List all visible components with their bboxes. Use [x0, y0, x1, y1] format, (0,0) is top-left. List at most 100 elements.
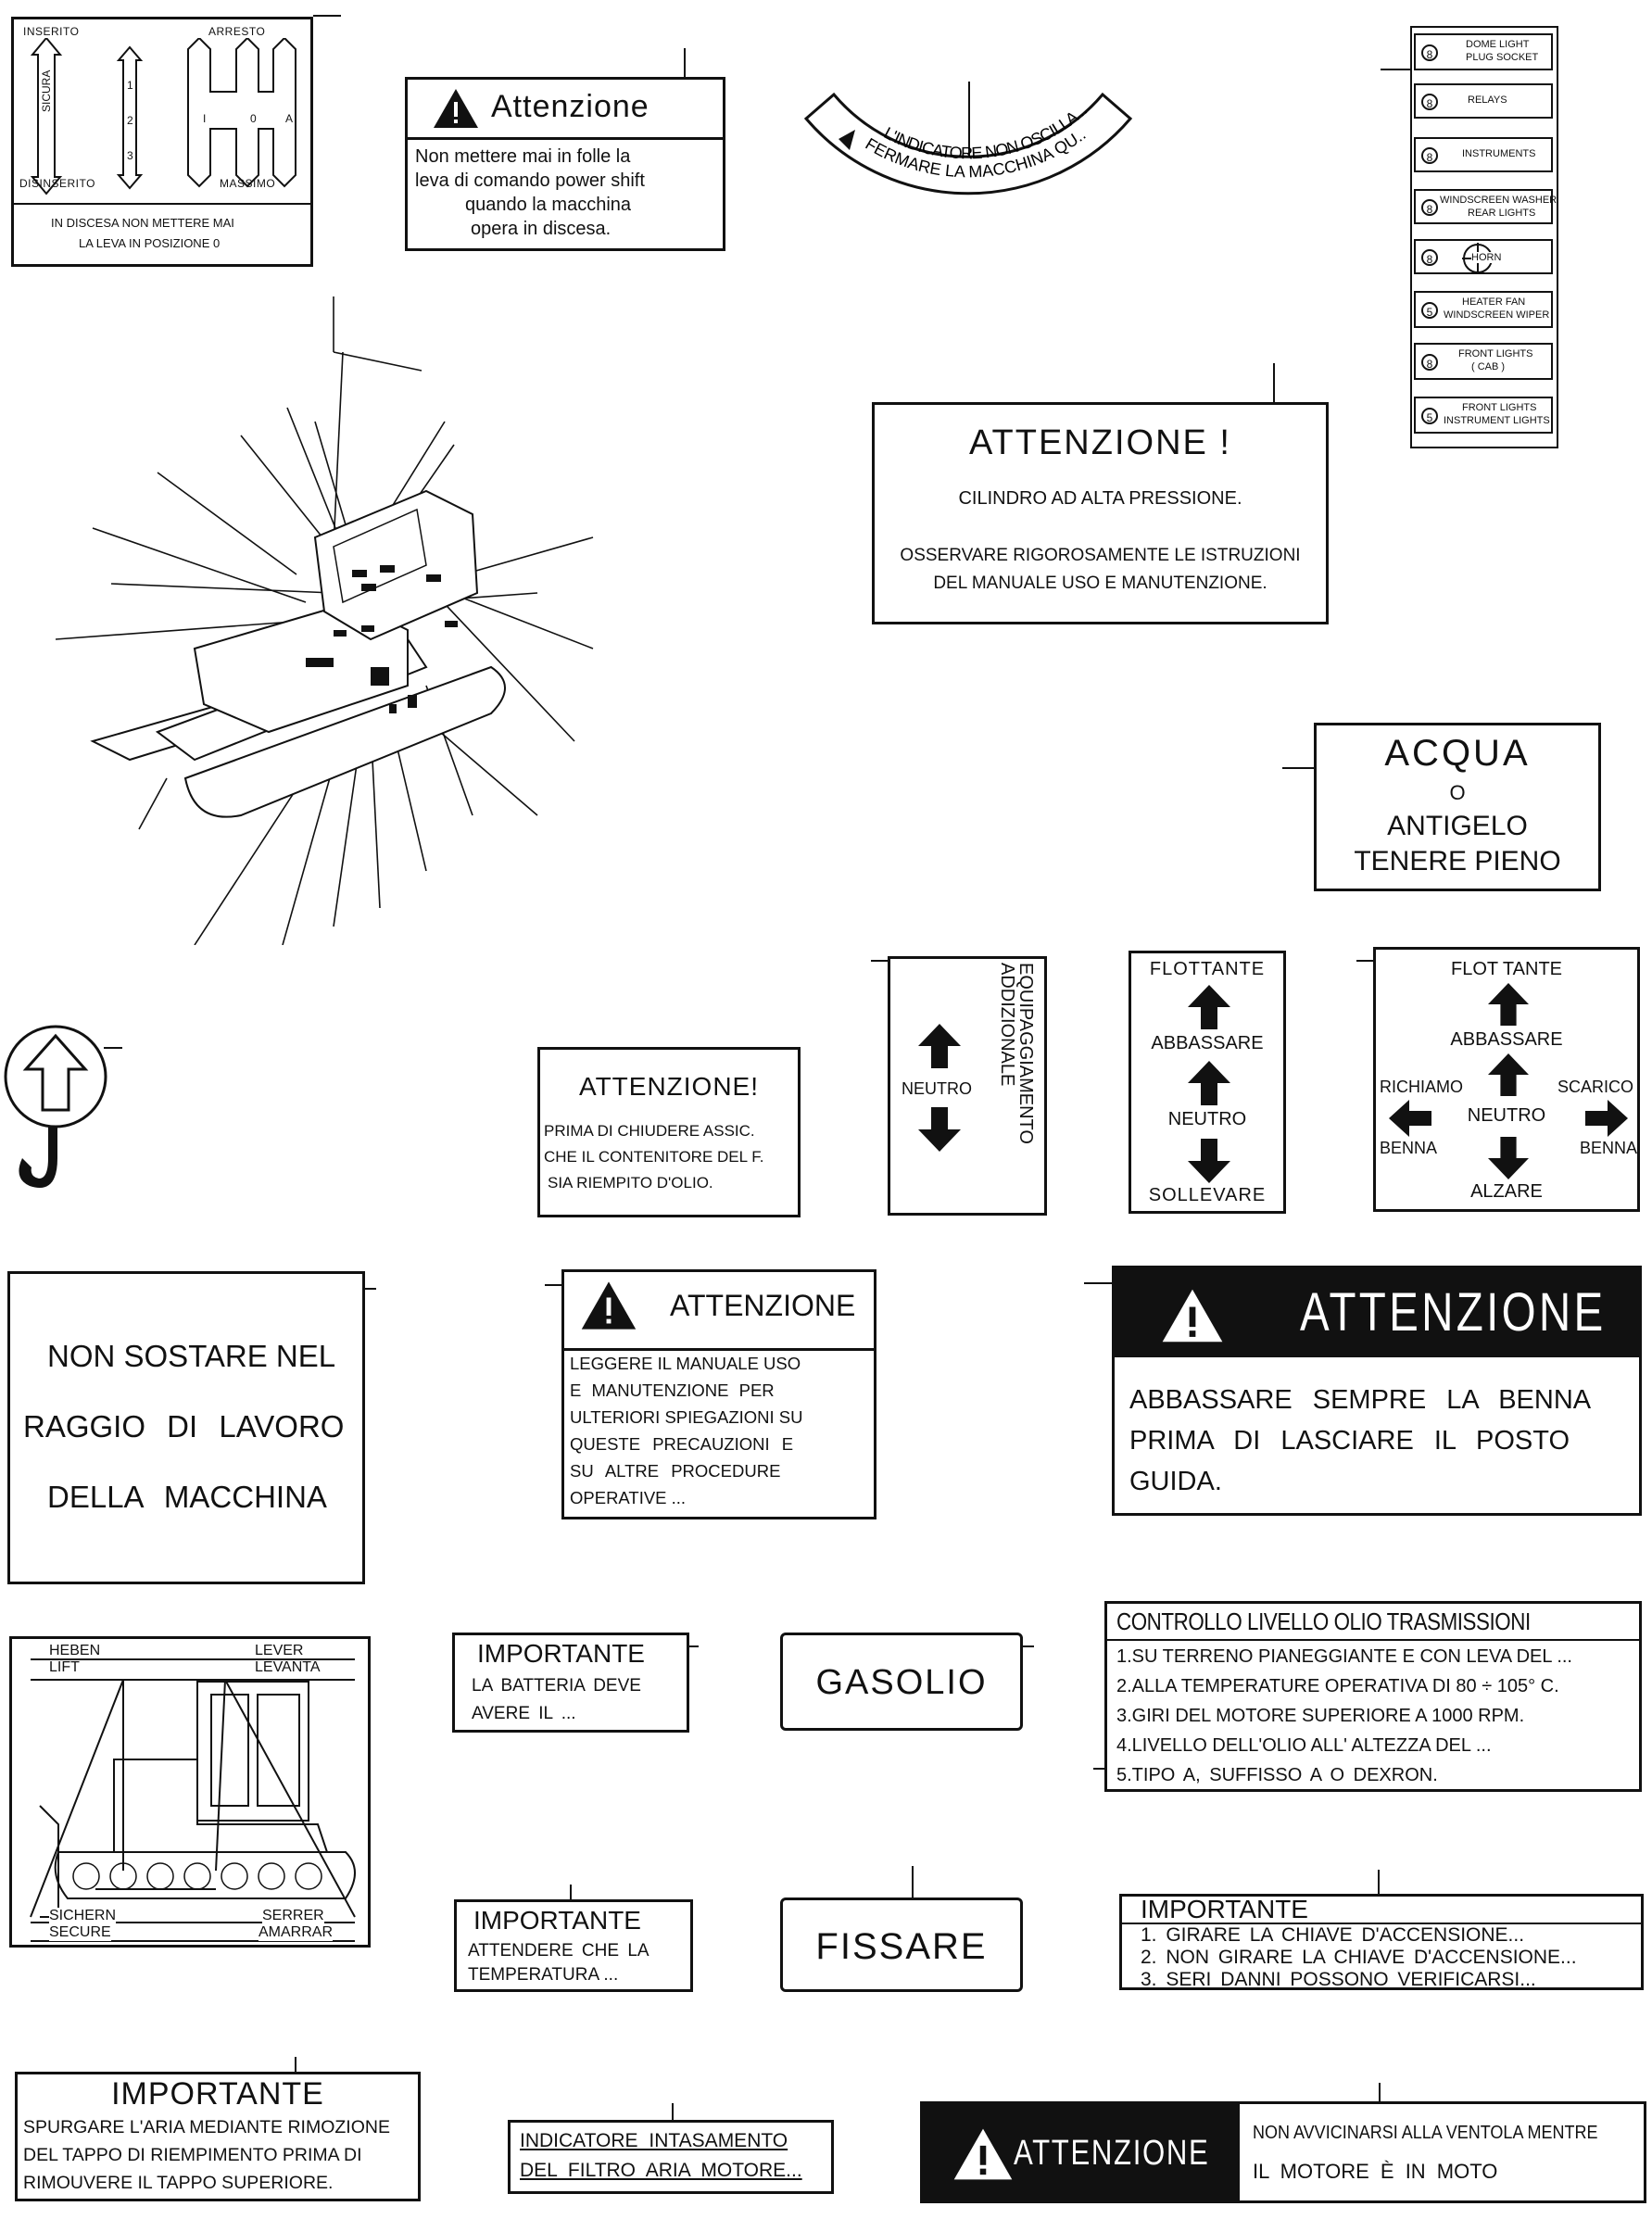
- powershift-title: Attenzione: [491, 89, 649, 124]
- lower-bucket-decal: ATTENZIONE ABBASSARE SEMPRE LA BENNA PRI…: [1112, 1266, 1642, 1516]
- gear-pos-1: 1: [127, 79, 133, 92]
- gear-note-line1: IN DISCESA NON METTERE MAI: [51, 216, 234, 230]
- fan-warning-title: ATTENZIONE: [1014, 2134, 1210, 2173]
- secure-text: FISSARE: [815, 1926, 988, 1967]
- leader-line: [1378, 1870, 1380, 1896]
- keep-clear-line3: DELLA MACCHINA: [47, 1480, 327, 1514]
- bleed-air-decal: IMPORTANTE SPURGARE L'ARIA MEDIANTE RIMO…: [15, 2072, 421, 2201]
- coolant-line4: TENERE PIENO: [1354, 846, 1561, 876]
- blade-second: ABBASSARE: [1151, 1033, 1264, 1053]
- fuse-text: HORN: [1471, 252, 1502, 263]
- tank-line2: CHE IL CONTENITORE DEL F.: [544, 1148, 764, 1166]
- arrow-up-icon: [918, 1024, 961, 1068]
- powershift-line3: quando la macchina: [465, 195, 632, 215]
- leader-line: [313, 15, 341, 17]
- attenzione-powershift-decal: Attenzione Non mettere mai in folle la l…: [405, 77, 725, 251]
- read-manual-divider: [564, 1348, 874, 1351]
- tank-line3: SIA RIEMPITO D'OLIO.: [548, 1174, 713, 1191]
- coolant-line1: ACQUA: [1384, 733, 1531, 774]
- wait-temp-line2: TEMPERATURA ...: [468, 1965, 619, 1985]
- gear-label-massimo: MASSIMO: [220, 177, 276, 190]
- arrow-up-icon: [1488, 983, 1529, 1026]
- tank-line1: PRIMA DI CHIUDERE ASSIC.: [544, 1122, 755, 1140]
- gear-label-inserito: INSERITO: [23, 25, 80, 38]
- keep-clear-line2: RAGGIO DI LAVORO: [23, 1409, 345, 1444]
- bucket-right1: SCARICO: [1557, 1078, 1634, 1096]
- gear-shift-diagram: [30, 38, 296, 195]
- wait-temp-line1: ATTENDERE CHE LA: [468, 1941, 649, 1961]
- gear-shift-a: A: [285, 112, 294, 125]
- gear-label-disinserito: DISINSERITO: [19, 177, 95, 190]
- powershift-line2: leva di comando power shift: [415, 170, 645, 191]
- leader-line: [1021, 1645, 1034, 1647]
- read-manual-title: ATTENZIONE: [670, 1289, 856, 1322]
- arrow-down-icon: [1488, 1137, 1529, 1179]
- ignition-title: IMPORTANTE: [1141, 1895, 1308, 1923]
- ignition-line2: 2. NON GIRARE LA CHIAVE D'ACCENSIONE...: [1141, 1947, 1577, 1968]
- trans-oil-line2: 2.ALLA TEMPERATURE OPERATIVA DI 80 ÷ 105…: [1116, 1676, 1559, 1696]
- fuse-rating: 8: [1421, 44, 1438, 61]
- lift-tr1: LEVER: [255, 1643, 304, 1658]
- air-filter-line1: INDICATORE INTASAMENTO: [520, 2130, 788, 2151]
- powershift-line4: opera in discesa.: [471, 219, 612, 239]
- powershift-divider: [408, 137, 723, 140]
- trans-oil-line3: 3.GIRI DEL MOTORE SUPERIORE A 1000 RPM.: [1116, 1706, 1525, 1726]
- aux-neutral: NEUTRO: [902, 1079, 972, 1098]
- ignition-line3: 3. SERI DANNI POSSONO VERIFICARSI...: [1141, 1969, 1536, 1990]
- bucket-bottom: ALZARE: [1470, 1181, 1543, 1202]
- fuse-rating: 8: [1421, 354, 1438, 371]
- lower-bucket-line1: ABBASSARE SEMPRE LA BENNA: [1129, 1385, 1592, 1415]
- fuse-text: REAR LIGHTS: [1468, 208, 1536, 219]
- fuse-rating: 5: [1421, 302, 1438, 319]
- leader-line: [1381, 69, 1412, 70]
- leader-line: [687, 1645, 699, 1647]
- read-manual-line5: SU ALTRE PROCEDURE: [570, 1461, 781, 1481]
- oscillation-arc-decal: FERMARE LA MACCHINA QU.. L'INDICATORE NO…: [801, 83, 1133, 195]
- keep-clear-decal: NON SOSTARE NEL RAGGIO DI LAVORO DELLA M…: [7, 1271, 365, 1584]
- blade-top: FLOTTANTE: [1149, 959, 1266, 979]
- gear-pos-2: 2: [127, 114, 133, 127]
- read-manual-line2: E MANUTENZIONE PER: [570, 1381, 775, 1400]
- lift-br2: AMARRAR: [259, 1924, 334, 1941]
- arrow-up-icon: [1188, 985, 1230, 1029]
- fuse-rating: 8: [1421, 249, 1438, 266]
- battery-line2: AVERE IL ...: [472, 1704, 576, 1723]
- coolant-decal: ACQUA O ANTIGELO TENERE PIENO: [1314, 723, 1601, 891]
- fuse-row: 5 HEATER FAN WINDSCREEN WIPER: [1414, 291, 1553, 328]
- warning-triangle-icon: [434, 89, 478, 128]
- leader-line: [968, 82, 970, 165]
- fan-warning-decal: ATTENZIONE NON AVVICINARSI ALLA VENTOLA …: [920, 2101, 1646, 2203]
- leader-line: [912, 1866, 914, 1899]
- bucket-second: ABBASSARE: [1450, 1029, 1563, 1050]
- warning-triangle-icon: [1162, 1289, 1223, 1343]
- ignition-key-decal: IMPORTANTE 1. GIRARE LA CHIAVE D'ACCENSI…: [1119, 1894, 1644, 1990]
- fuse-row: 8 DOME LIGHT PLUG SOCKET: [1414, 33, 1553, 70]
- diesel-decal: GASOLIO: [780, 1633, 1023, 1731]
- fuse-row: 8 FRONT LIGHTS ( CAB ): [1414, 343, 1553, 380]
- arrow-down-icon: [1188, 1139, 1230, 1183]
- fuse-row: 8 HORN: [1414, 239, 1553, 274]
- aux-side-text: EQUIPAGGIAMENTO ADDIZIONALE: [997, 963, 1036, 1144]
- arrow-down-icon: [918, 1107, 961, 1152]
- coolant-line2: O: [1449, 781, 1466, 804]
- blade-bottom: SOLLEVARE: [1148, 1185, 1267, 1205]
- fuse-row: 5 FRONT LIGHTS INSTRUMENT LIGHTS: [1414, 397, 1553, 434]
- dozer-drawing: [56, 296, 594, 945]
- wait-temp-title: IMPORTANTE: [473, 1906, 641, 1935]
- tank-title: ATTENZIONE!: [578, 1072, 760, 1101]
- bucket-left1: RICHIAMO: [1380, 1078, 1463, 1096]
- gear-shift-i: I: [203, 112, 207, 125]
- gear-divider: [14, 203, 310, 205]
- cylinder-title: ATTENZIONE !: [969, 423, 1231, 462]
- fuse-text: ( CAB ): [1471, 361, 1506, 372]
- trans-oil-title: CONTROLLO LIVELLO OLIO TRASMISSIONI: [1116, 1608, 1531, 1635]
- leader-line: [1379, 2083, 1381, 2103]
- coolant-line3: ANTIGELO: [1387, 811, 1528, 841]
- transmission-oil-decal: CONTROLLO LIVELLO OLIO TRASMISSIONI 1.SU…: [1104, 1601, 1642, 1792]
- fuse-rating: 8: [1421, 199, 1438, 216]
- trans-oil-line4: 4.LIVELLO DELL'OLIO ALL' ALTEZZA DEL ...: [1116, 1735, 1492, 1756]
- battery-line1: LA BATTERIA DEVE: [472, 1676, 641, 1696]
- leader-line: [104, 1047, 122, 1049]
- gear-shift-o: 0: [250, 112, 257, 125]
- fuse-row: 8 RELAYS: [1414, 83, 1553, 119]
